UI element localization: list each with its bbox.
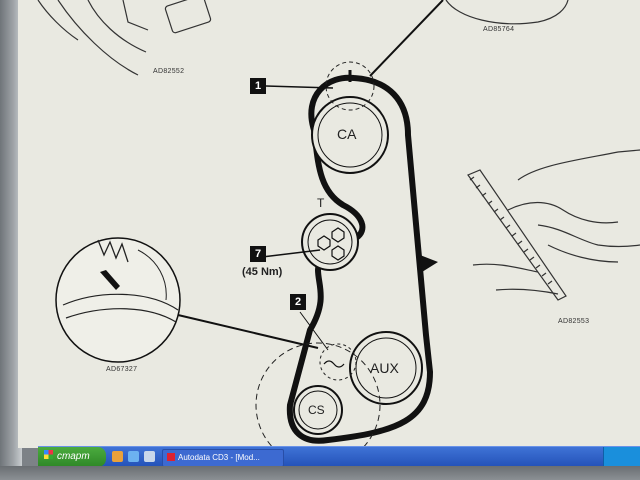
top-right-sketch [445,0,569,25]
crankshaft-label: CS [308,403,325,417]
start-button[interactable]: старт [38,447,106,467]
torque-label: (45 Nm) [242,266,283,278]
system-tray[interactable] [603,447,640,467]
ref-code-top-right: AD85764 [483,26,515,33]
media-quicklaunch-icon[interactable] [144,451,155,462]
timing-belt [286,74,433,444]
top-left-sketch [37,0,212,76]
hand-belt-sketch [467,149,640,301]
ref-code-detail: AD67327 [106,366,138,373]
diagram-screen: AD82552 AD85764 AD82553 AD67327 1 7 2 CA… [18,0,640,448]
monitor-bezel-bottom [0,466,640,480]
camshaft-label: CA [337,126,357,142]
callout-7: 7 [250,246,266,262]
ref-code-top-left: AD82552 [153,68,185,75]
taskbar-window-label: Autodata CD3 - [Mod... [178,453,260,462]
start-label: старт [57,451,90,462]
timing-belt-diagram [37,0,640,448]
taskbar-window-button[interactable]: Autodata CD3 - [Mod... [162,449,284,467]
crankshaft-pulley [293,385,343,435]
rotation-arrow [420,255,438,272]
desktop-quicklaunch-icon[interactable] [128,451,139,462]
windows-flag-icon [44,450,53,459]
callout-2: 2 [290,294,306,310]
aux-pulley [349,331,423,405]
monitor-bezel-left [0,0,22,480]
taskbar: старт Autodata CD3 - [Mod... [38,446,640,467]
camshaft-pulley [311,96,389,174]
callout-1: 1 [250,78,266,94]
detail-magnifier [55,237,319,363]
tensioner-label: T [317,196,325,210]
ref-code-right: AD82553 [558,318,590,325]
aux-label: AUX [370,360,399,376]
app-icon [167,453,175,461]
browser-quicklaunch-icon[interactable] [112,451,123,462]
